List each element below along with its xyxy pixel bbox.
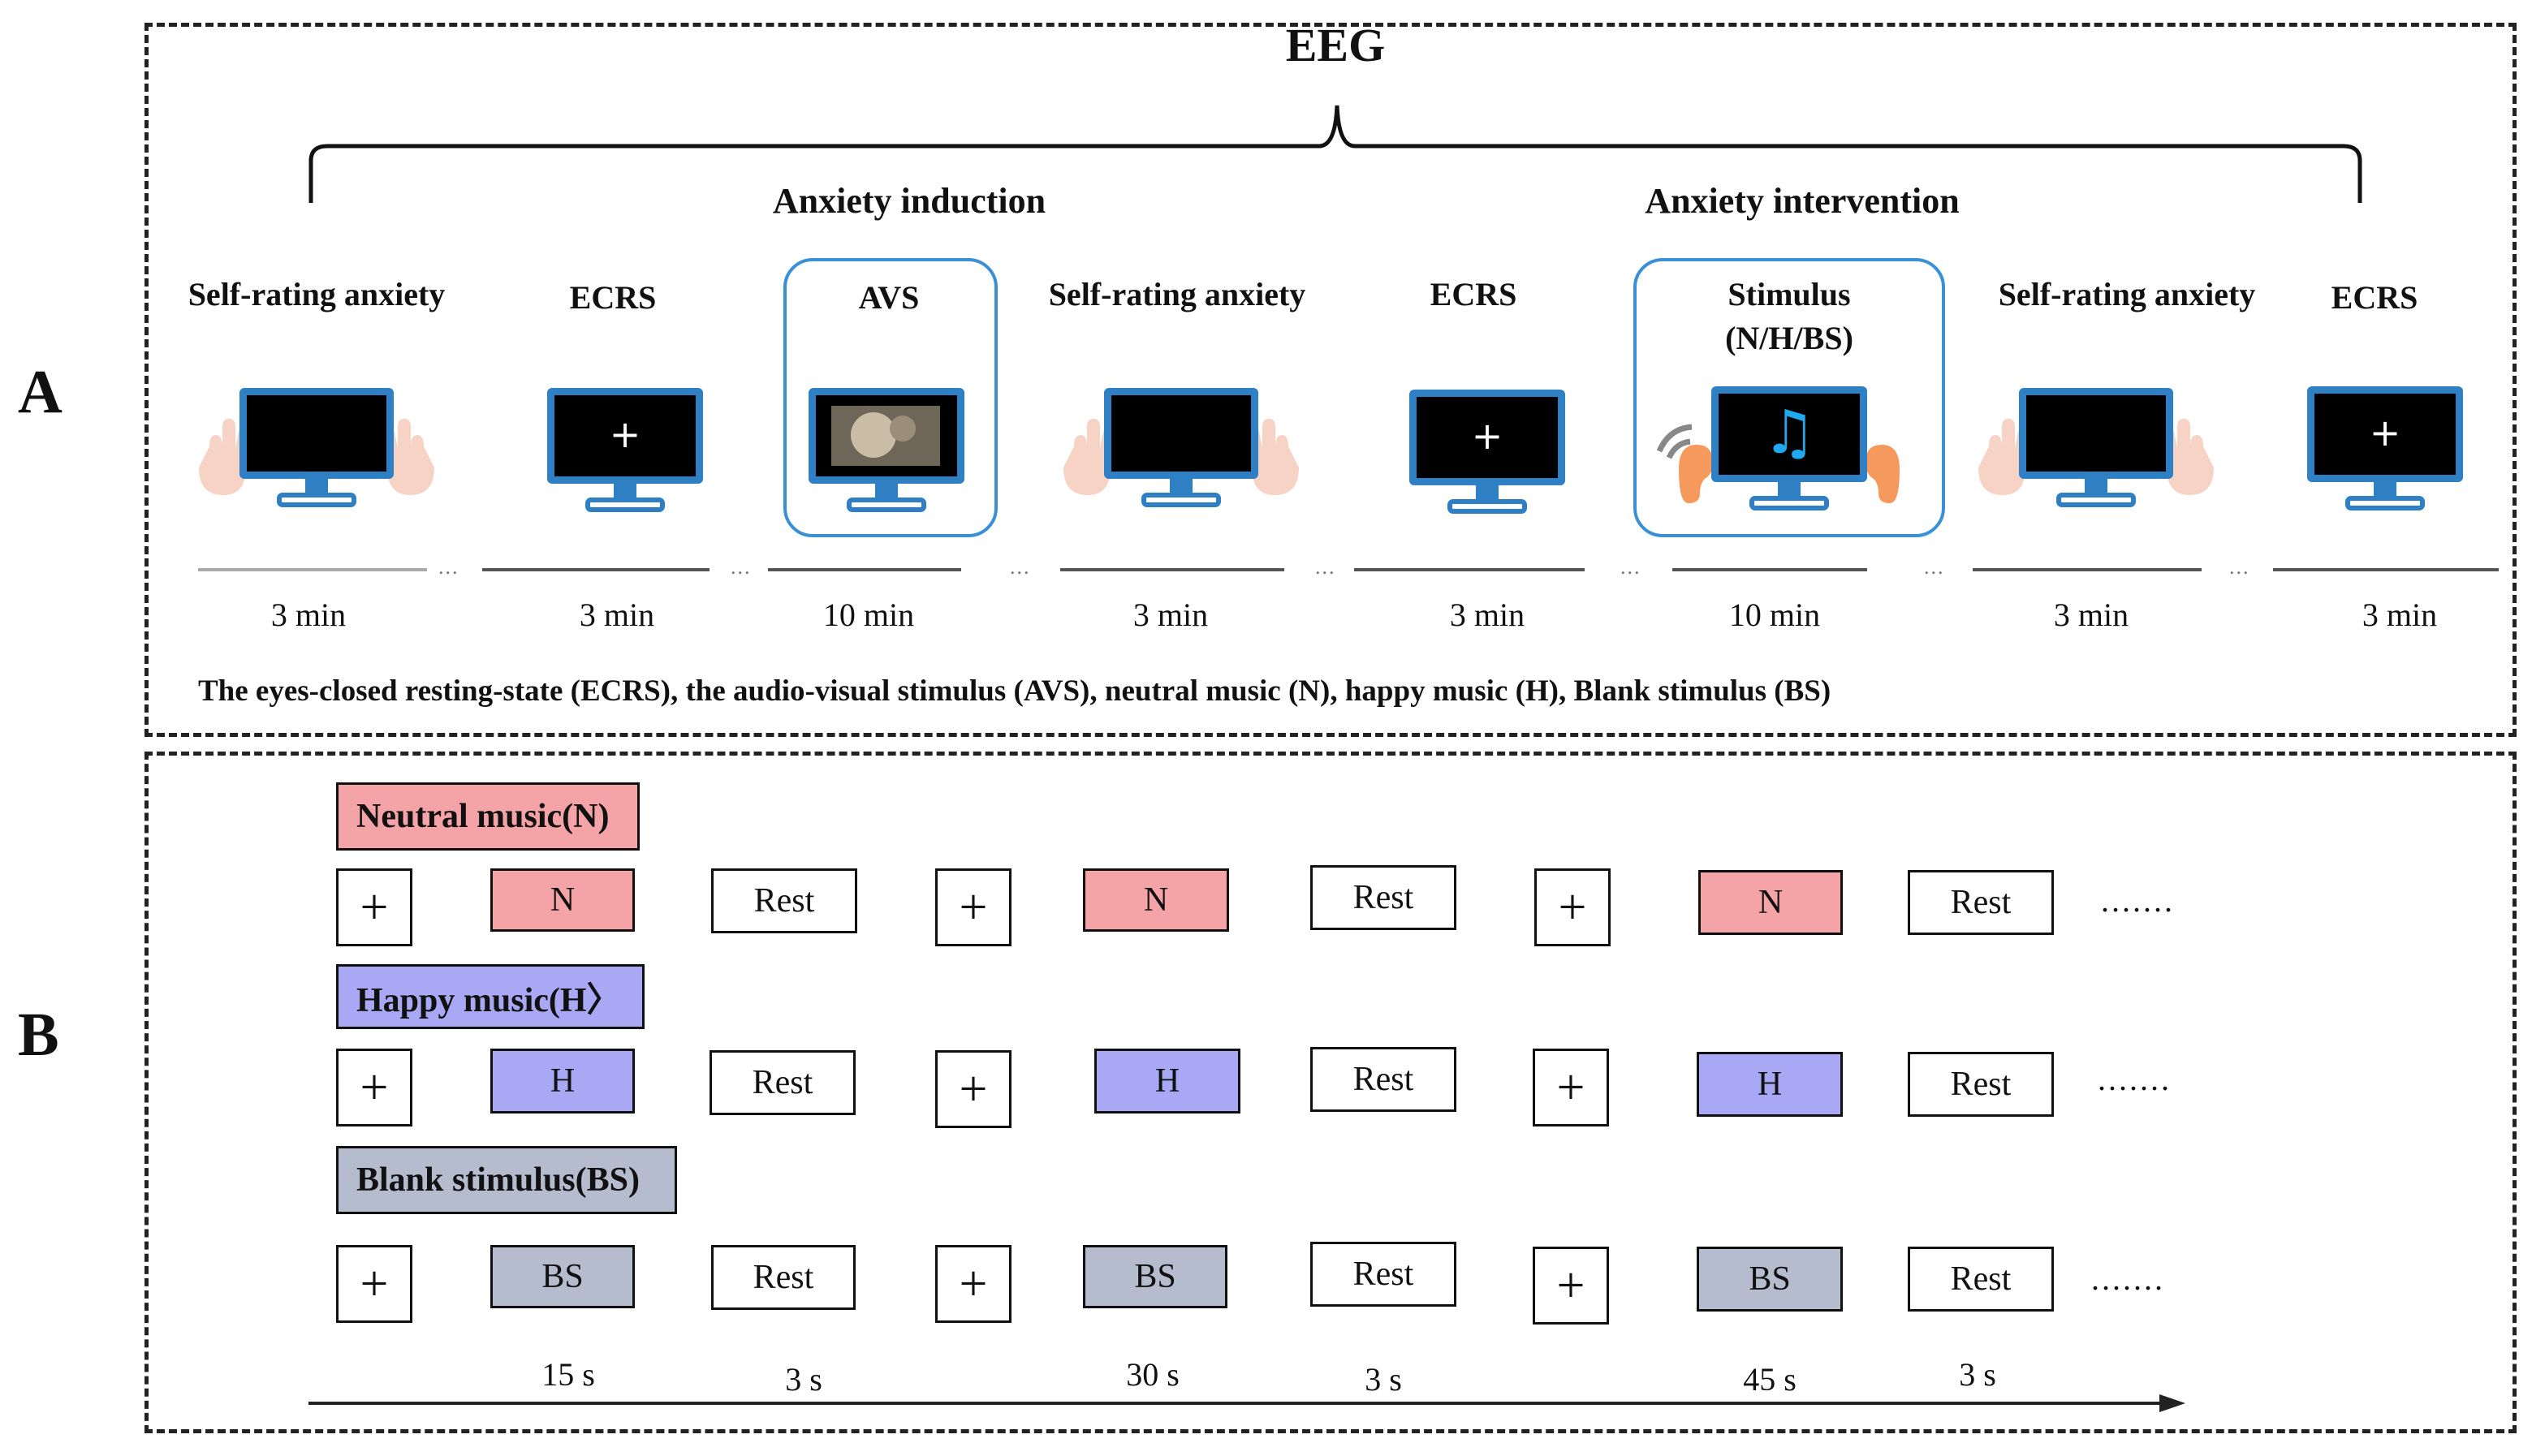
step-duration: 3 min	[579, 597, 655, 633]
timeline-separator: ...	[731, 555, 752, 579]
monitor-music-ears-icon: ♫	[1656, 386, 1900, 510]
monitor-fixation-cross-icon: +	[1409, 390, 1565, 514]
fixation-cross-block: +	[935, 1245, 1012, 1323]
timeline-separator: ...	[1010, 555, 1031, 579]
timeline-separator: ...	[1924, 555, 1945, 579]
continuation-dots: .......	[2101, 882, 2175, 919]
timeline-segment	[1672, 568, 1867, 571]
happy-music-block: H	[1094, 1049, 1240, 1114]
step-duration: 3 min	[2053, 597, 2129, 633]
step-duration: 10 min	[822, 597, 915, 633]
block-duration: 15 s	[541, 1356, 595, 1393]
condition-label-neutral: Neutral music(N)	[336, 782, 640, 851]
timeline-separator: ...	[438, 555, 459, 579]
block-duration: 45 s	[1743, 1361, 1797, 1398]
rest-block: Rest	[1310, 865, 1456, 930]
condition-label-happy: Happy music(H〉	[336, 964, 645, 1029]
block-duration: 3 s	[1365, 1361, 1402, 1398]
blank-stimulus-block: BS	[1697, 1247, 1843, 1312]
monitor-with-hands-icon	[1978, 388, 2214, 507]
step-label-self-rating-1: Self-rating anxiety	[188, 276, 446, 312]
timeline-separator: ...	[1315, 555, 1336, 579]
blank-stimulus-block: BS	[1083, 1245, 1227, 1308]
continuation-dots: .......	[2091, 1260, 2165, 1297]
fixation-cross-block: +	[1534, 868, 1611, 946]
step-duration: 3 min	[1132, 597, 1209, 633]
step-label-ecrs-1: ECRS	[569, 279, 657, 316]
svg-text:+: +	[2370, 411, 2401, 454]
time-arrow	[308, 1394, 2185, 1412]
fixation-cross-block: +	[935, 868, 1012, 946]
avs-highlight-box	[783, 258, 998, 537]
neutral-music-block: N	[490, 868, 635, 932]
rest-block: Rest	[1310, 1047, 1456, 1112]
timeline-separator: ...	[1620, 555, 1641, 579]
step-duration: 3 min	[270, 597, 347, 633]
condition-label-blank: Blank stimulus(BS)	[336, 1146, 677, 1214]
step-label-ecrs-3: ECRS	[2331, 279, 2418, 316]
fixation-cross-block: +	[935, 1050, 1012, 1128]
svg-text:♫: ♫	[1762, 398, 1816, 467]
monitor-with-hands-icon	[1063, 388, 1299, 507]
neutral-music-block: N	[1698, 870, 1843, 935]
step-duration: 10 min	[1728, 597, 1821, 633]
panel-b-letter: B	[18, 1001, 59, 1069]
rest-block: Rest	[1908, 1052, 2054, 1117]
abbreviation-footnote: The eyes-closed resting-state (ECRS), th…	[198, 674, 1831, 708]
timeline-segment	[1354, 568, 1585, 571]
step-duration: 3 min	[1449, 597, 1525, 633]
timeline-segment	[1060, 568, 1284, 571]
monitor-video-icon	[809, 388, 964, 512]
happy-music-block: H	[490, 1049, 635, 1114]
step-label-avs: AVS	[858, 279, 920, 316]
monitor-fixation-cross-icon: +	[547, 388, 703, 512]
panel-a-frame	[145, 23, 2517, 737]
monitor-fixation-cross-icon: +	[2307, 386, 2463, 510]
panel-a-letter: A	[18, 358, 63, 426]
svg-text:+: +	[1472, 414, 1503, 458]
panel-b-frame	[145, 752, 2517, 1433]
phase-anxiety-induction: Anxiety induction	[772, 181, 1046, 221]
rest-block: Rest	[711, 1245, 856, 1310]
rest-block: Rest	[1908, 870, 2054, 935]
fixation-cross-block: +	[336, 868, 412, 946]
timeline-segment	[482, 568, 710, 571]
fixation-cross-block: +	[336, 1245, 412, 1323]
rest-block: Rest	[1908, 1247, 2054, 1312]
stimulus-highlight-box	[1633, 258, 1945, 537]
step-label-self-rating-2: Self-rating anxiety	[1048, 276, 1306, 312]
fixation-cross-block: +	[336, 1049, 412, 1126]
continuation-dots: .......	[2098, 1061, 2172, 1097]
block-duration: 3 s	[785, 1361, 822, 1398]
rest-block: Rest	[710, 1050, 856, 1115]
monitor-with-hands-icon	[199, 388, 434, 507]
fixation-cross-block: +	[1533, 1049, 1609, 1126]
step-label-self-rating-3: Self-rating anxiety	[1998, 276, 2256, 312]
timeline-separator: ...	[2229, 555, 2250, 579]
blank-stimulus-block: BS	[490, 1245, 635, 1308]
block-duration: 3 s	[1959, 1356, 1996, 1393]
happy-music-block: H	[1697, 1052, 1843, 1117]
step-duration: 3 min	[2362, 597, 2438, 633]
step-label-ecrs-2: ECRS	[1430, 276, 1517, 312]
step-label-stimulus-conditions: (N/H/BS)	[1725, 320, 1853, 356]
timeline-segment	[768, 568, 961, 571]
timeline-segment	[1973, 568, 2202, 571]
eeg-label: EEG	[1285, 19, 1386, 71]
neutral-music-block: N	[1083, 868, 1229, 932]
timeline-segment	[2273, 568, 2499, 571]
rest-block: Rest	[1310, 1242, 1456, 1307]
phase-anxiety-intervention: Anxiety intervention	[1645, 181, 1960, 221]
block-duration: 30 s	[1126, 1356, 1180, 1393]
fixation-cross-block: +	[1533, 1247, 1609, 1325]
eeg-brace	[308, 105, 2362, 203]
timeline-segment	[198, 568, 427, 571]
svg-text:+: +	[610, 412, 641, 456]
rest-block: Rest	[711, 868, 857, 933]
step-label-stimulus: Stimulus	[1728, 276, 1851, 312]
